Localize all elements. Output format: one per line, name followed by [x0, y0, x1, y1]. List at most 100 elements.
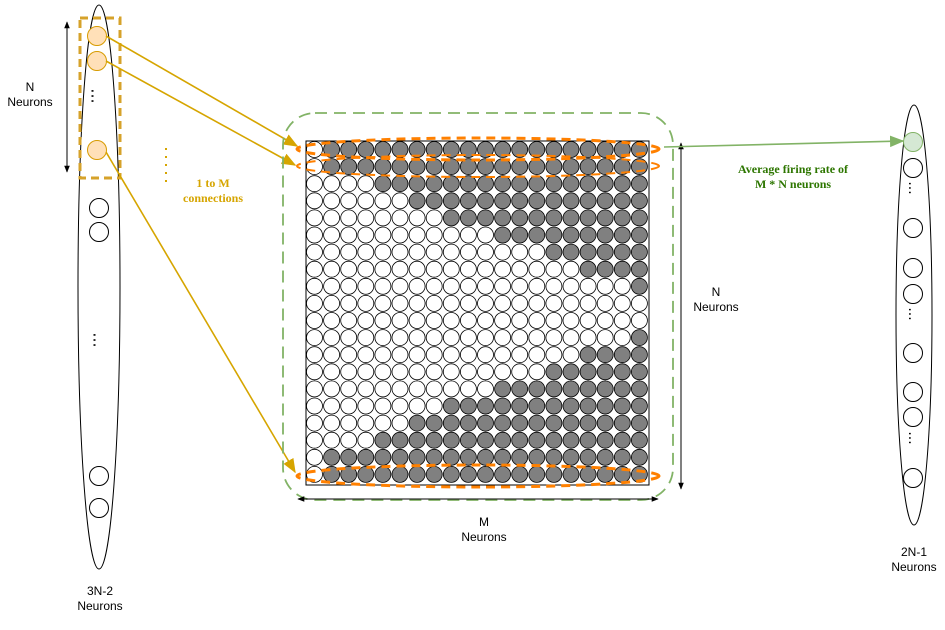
grid-neuron-empty: [579, 277, 597, 295]
grid-neuron-empty: [374, 226, 392, 244]
grid-neuron-filled: [340, 448, 358, 466]
grid-neuron-filled: [477, 141, 494, 158]
grid-neuron-filled: [579, 209, 597, 227]
grid-neuron-filled: [459, 175, 477, 193]
grid-neuron-empty: [408, 397, 426, 415]
grid-neuron-empty: [425, 346, 443, 364]
grid-neuron-filled: [477, 465, 494, 483]
input-neuron: [89, 198, 109, 218]
output-neuron-active: [903, 132, 923, 152]
grid-neuron-empty: [442, 380, 460, 398]
grid-neuron-empty: [596, 312, 614, 329]
grid-neuron-filled: [562, 414, 580, 432]
grid-neuron-filled: [408, 141, 426, 158]
grid-neuron-filled: [613, 192, 631, 210]
grid-neuron-empty: [494, 243, 512, 261]
grid-neuron-filled: [596, 260, 614, 278]
grid-neuron-empty: [340, 363, 358, 381]
grid-neuron-filled: [545, 380, 563, 398]
grid-neuron-empty: [408, 226, 426, 244]
grid-neuron-empty: [323, 175, 341, 193]
grid-neuron-filled: [340, 141, 358, 158]
grid-neuron-empty: [391, 397, 409, 415]
grid-neuron-empty: [425, 329, 443, 347]
grid-neuron-filled: [528, 414, 546, 432]
grid-neuron-filled: [528, 380, 546, 398]
vertical-ellipsis-icon: ...: [88, 88, 107, 103]
grid-neuron-empty: [374, 192, 392, 210]
grid-neuron-empty: [494, 363, 512, 381]
grid-neuron-filled: [613, 260, 631, 278]
grid-neuron-filled: [459, 465, 477, 483]
grid-neuron-empty: [391, 346, 409, 364]
grid-neuron-empty: [306, 431, 323, 449]
grid-neuron-empty: [306, 329, 323, 347]
grid-neuron-filled: [631, 209, 648, 227]
grid-neuron-filled: [511, 209, 529, 227]
grid-neuron-empty: [528, 294, 546, 312]
output-neuron: [903, 382, 923, 402]
grid-neuron-filled: [391, 431, 409, 449]
grid-width-label: M Neurons: [461, 515, 507, 544]
grid-neuron-empty: [357, 431, 375, 449]
grid-neuron-empty: [306, 312, 323, 329]
grid-neuron-filled: [562, 448, 580, 466]
grid-neuron-empty: [391, 363, 409, 381]
grid-neuron-filled: [562, 380, 580, 398]
grid-neuron-empty: [408, 209, 426, 227]
grid-neuron-empty: [545, 294, 563, 312]
grid-neuron-empty: [306, 260, 323, 278]
grid-neuron-empty: [494, 312, 512, 329]
vertical-ellipsis-icon: ...: [905, 431, 921, 444]
grid-neuron-empty: [459, 346, 477, 364]
grid-neuron-filled: [408, 431, 426, 449]
grid-neuron-empty: [511, 243, 529, 261]
grid-neuron-empty: [306, 346, 323, 364]
grid-neuron-empty: [340, 175, 358, 193]
grid-neuron-empty: [511, 294, 529, 312]
grid-neuron-filled: [340, 465, 358, 483]
grid-neuron-filled: [459, 158, 477, 176]
output-neuron: [903, 258, 923, 278]
grid-neuron-filled: [613, 243, 631, 261]
grid-neuron-empty: [340, 277, 358, 295]
grid-neuron-filled: [477, 158, 494, 176]
grid-neuron-empty: [391, 260, 409, 278]
grid-neuron-filled: [545, 209, 563, 227]
grid-neuron-empty: [374, 294, 392, 312]
grid-neuron-filled: [459, 397, 477, 415]
grid-neuron-empty: [340, 312, 358, 329]
grid-neuron-filled: [511, 226, 529, 244]
vertical-ellipsis-icon: ...: [905, 181, 921, 194]
grid-neuron-empty: [306, 209, 323, 227]
grid-neuron-filled: [511, 141, 529, 158]
grid-neuron-filled: [374, 448, 392, 466]
grid-neuron-filled: [408, 465, 426, 483]
grid-neuron-filled: [562, 175, 580, 193]
grid-neuron-empty: [323, 363, 341, 381]
grid-neuron-filled: [408, 158, 426, 176]
grid-neuron-filled: [494, 397, 512, 415]
grid-neuron-empty: [323, 329, 341, 347]
grid-neuron-filled: [596, 465, 614, 483]
output-neuron: [903, 284, 923, 304]
grid-neuron-empty: [579, 294, 597, 312]
grid-neuron-empty: [528, 312, 546, 329]
grid-neuron-empty: [477, 294, 494, 312]
grid-neuron-filled: [596, 175, 614, 193]
grid-neuron-empty: [511, 329, 529, 347]
grid-neuron-empty: [357, 414, 375, 432]
grid-neuron-filled: [631, 414, 648, 432]
grid-neuron-empty: [442, 226, 460, 244]
grid-neuron-empty: [477, 243, 494, 261]
grid-neuron-empty: [511, 277, 529, 295]
grid-neuron-filled: [459, 448, 477, 466]
grid-neuron-filled: [511, 414, 529, 432]
grid-neuron-filled: [545, 414, 563, 432]
vertical-ellipsis-icon: ...: [905, 307, 921, 320]
grid-neuron-filled: [596, 141, 614, 158]
grid-neuron-filled: [545, 448, 563, 466]
grid-neuron-filled: [528, 226, 546, 244]
grid-neuron-empty: [306, 414, 323, 432]
grid-neuron-filled: [494, 380, 512, 398]
